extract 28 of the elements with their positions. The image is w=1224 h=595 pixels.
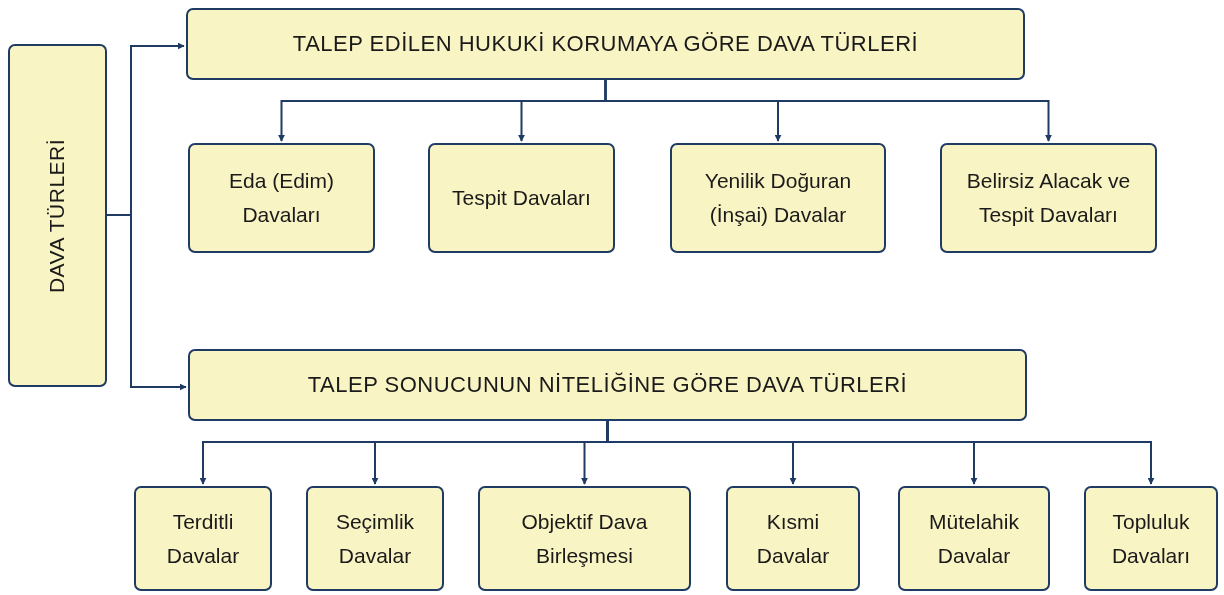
type-box [1084,486,1218,591]
type-box [428,143,615,253]
box-label: Eda (Edim) Davaları [228,168,335,228]
box-label: Kısmi Davalar [755,508,831,569]
box-label: TALEP EDİLEN HUKUKİ KORUMAYA GÖRE DAVA TÜRLERİ [291,30,920,59]
box-label: Topluluk Davaları [1110,508,1192,569]
category-box [8,44,107,387]
box-label: DAVA TÜRLERİ [45,138,70,293]
heading-box [186,8,1025,80]
box-label: Yenilik Doğuran (İnşai) Davalar [703,168,853,228]
type-box [940,143,1157,253]
box-label: Tespit Davaları [451,185,592,212]
type-box [726,486,860,591]
type-box [306,486,444,591]
type-box [188,143,375,253]
box-label: Seçimlik Davalar [334,508,416,569]
type-box [134,486,272,591]
box-label: Terditli Davalar [165,508,241,569]
box-label: Mütelahik Davalar [928,508,1020,569]
type-box [670,143,886,253]
box-label: Belirsiz Alacak ve Tespit Davaları [965,168,1132,228]
type-box [478,486,691,591]
box-label: TALEP SONUCUNUN NİTELİĞİNE GÖRE DAVA TÜRLERİ [306,371,909,400]
heading-box [188,349,1027,421]
arrow [106,214,187,391]
box-label: Objektif Dava Birleşmesi [520,508,649,569]
arrow [604,79,1052,142]
type-box [898,486,1050,591]
